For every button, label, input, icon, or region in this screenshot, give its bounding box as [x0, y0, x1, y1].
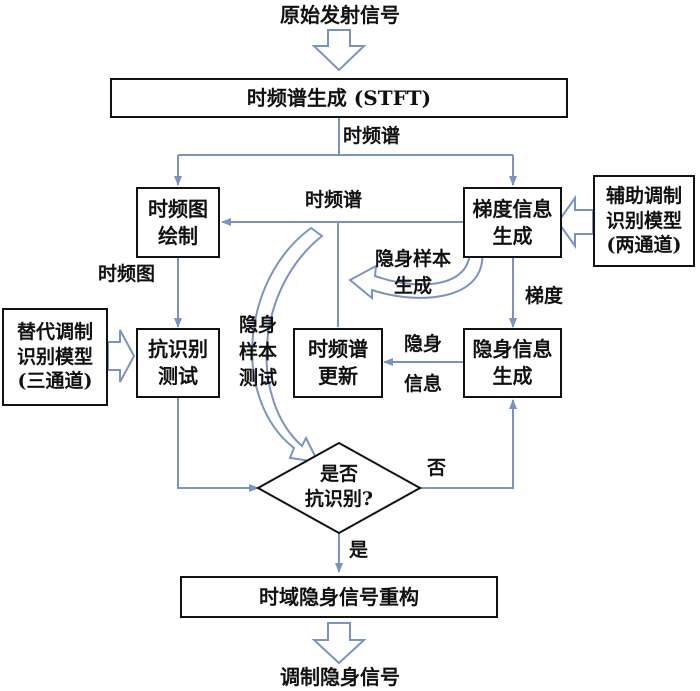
tf-update-box: 时频谱 更新: [293, 328, 383, 398]
decision-line2: 抗识别?: [304, 487, 374, 510]
tf-update-line2: 更新: [318, 364, 358, 388]
aux-model-line1: 辅助调制: [605, 184, 682, 207]
label-sample-gen-line2: 生成: [394, 274, 433, 297]
edge-label-tf-image: 时频图: [98, 263, 156, 285]
decision-no-arrow: [420, 399, 517, 489]
label-sample-test: 隐身 样本 测试: [239, 312, 277, 392]
input-signal-label: 原始发射信号: [280, 3, 400, 27]
aux-model-note: 辅助调制 识别模型 (两通道): [593, 175, 695, 267]
anti-test-line1: 抗识别: [148, 337, 208, 361]
label-sample-test-line3: 测试: [239, 367, 278, 390]
tf-plot-line2: 绘制: [158, 223, 198, 248]
aux-model-line3: (两通道): [606, 234, 682, 257]
edge-label-stealth-info-bottom: 信息: [404, 373, 443, 395]
anti-test-to-decision-arrow: [177, 398, 259, 492]
label-sample-gen-line1: 隐身样本: [375, 248, 452, 270]
aux-model-line2: 识别模型: [605, 209, 682, 232]
gradient-line1: 梯度信息: [472, 196, 553, 221]
stealth-info-box: 隐身信息 生成: [463, 328, 562, 398]
decision-diamond: [255, 441, 423, 535]
curved-arrow-sample-gen: [348, 249, 484, 301]
label-sample-test-line2: 样本: [239, 340, 278, 363]
anti-test-line2: 测试: [158, 364, 198, 388]
output-signal-label: 调制隐身信号: [280, 665, 400, 689]
edge-label-no: 否: [427, 457, 447, 479]
edge-label-gradient: 梯度: [525, 285, 564, 307]
decision-line1: 是否: [319, 463, 358, 485]
surrogate-model-line2: 识别模型: [16, 345, 93, 368]
stft-box-label: 时频谱生成 (STFT): [246, 85, 432, 110]
tf-update-line1: 时频谱: [308, 337, 368, 361]
hollow-arrow-input: [311, 29, 367, 72]
gradient-line2: 生成: [492, 223, 533, 248]
edge-label-stealth-info-top: 隐身: [404, 333, 443, 355]
label-sample-test-line1: 隐身: [239, 314, 278, 336]
stft-out-label: 时频谱: [343, 125, 401, 147]
hollow-arrow-output: [311, 622, 367, 665]
surrogate-model-line3: (三通道): [17, 370, 93, 393]
hollow-arrow-surrogate-model: [107, 329, 136, 383]
edge-label-tf-spectrum: 时频谱: [305, 189, 363, 211]
tf-plot-box: 时频图 绘制: [136, 187, 220, 258]
surrogate-model-line1: 替代调制: [16, 320, 93, 343]
curved-arrow-sample-test: [251, 226, 324, 464]
reconstruct-box: 时域隐身信号重构: [180, 576, 498, 618]
label-sample-gen: 隐身样本 生成: [375, 246, 451, 299]
tf-plot-line1: 时频图: [148, 196, 208, 221]
anti-test-box: 抗识别 测试: [136, 328, 220, 398]
hollow-arrow-aux-model: [556, 194, 594, 250]
stealth-info-line2: 生成: [492, 364, 533, 388]
stealth-info-line1: 隐身信息: [472, 337, 553, 361]
stft-box: 时频谱生成 (STFT): [110, 78, 568, 118]
decision-text: 是否 抗识别?: [289, 462, 389, 511]
reconstruct-box-label: 时域隐身信号重构: [259, 584, 419, 609]
gradient-box: 梯度信息 生成: [463, 187, 562, 258]
edge-label-yes: 是: [349, 539, 369, 561]
surrogate-model-note: 替代调制 识别模型 (三通道): [2, 308, 108, 406]
